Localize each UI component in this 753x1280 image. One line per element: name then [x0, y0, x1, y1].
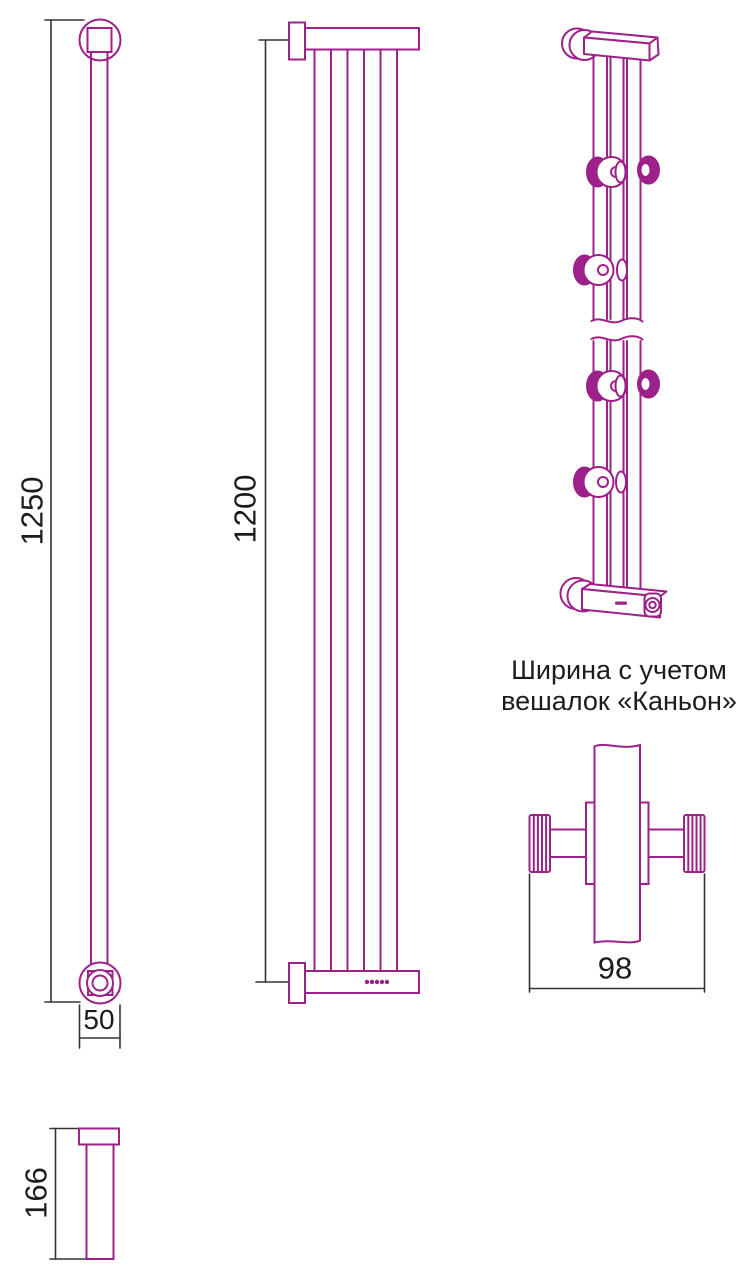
caption-line-2: вешалок «Каньон» [501, 686, 737, 717]
top-bracket [86, 27, 113, 53]
dimension-label-1200: 1200 [227, 474, 263, 544]
break-line-upper [590, 317, 644, 324]
top-bar [304, 27, 420, 51]
top-bar-3d [583, 30, 660, 62]
bracket-side-view-drawing [49, 1127, 120, 1260]
bottom-end-cap [288, 962, 306, 1004]
hanger-row-4 [573, 466, 627, 498]
dimension-1250-lines [44, 19, 85, 1003]
dimension-50-lines [78, 1004, 121, 1049]
bracket-tube [85, 1143, 115, 1260]
top-end-cap [288, 21, 306, 61]
indicator-dots [364, 979, 390, 985]
side-view-drawing [44, 18, 122, 1049]
hanger-row-3 [586, 369, 660, 402]
bracket-cap [78, 1127, 120, 1146]
dimension-label-1250: 1250 [14, 476, 50, 546]
caption-line-1: Ширина с учетом [511, 655, 727, 685]
bottom-bar-3d [581, 583, 668, 619]
dimension-1200-lines [255, 39, 291, 983]
hanger-row-1 [586, 155, 660, 188]
hanger-row-2 [573, 254, 628, 286]
dimension-166-lines [49, 1127, 86, 1260]
dimension-label-98: 98 [597, 950, 633, 986]
break-line-lower [590, 335, 644, 342]
right-hanger [647, 814, 706, 873]
dimension-label-166: 166 [18, 1167, 54, 1219]
tube-section [593, 743, 641, 944]
bottom-bar-slot [615, 601, 627, 605]
dimension-98-lines [528, 873, 706, 993]
left-hanger [528, 814, 587, 873]
perspective-view-drawing [559, 27, 668, 619]
front-view-drawing [255, 21, 420, 1004]
dimension-label-50: 50 [83, 1004, 115, 1035]
hanger-section-drawing [528, 743, 706, 993]
bottom-bar [304, 970, 420, 994]
caption-width-note: Ширина с учетом вешалок «Каньон» [501, 655, 737, 718]
